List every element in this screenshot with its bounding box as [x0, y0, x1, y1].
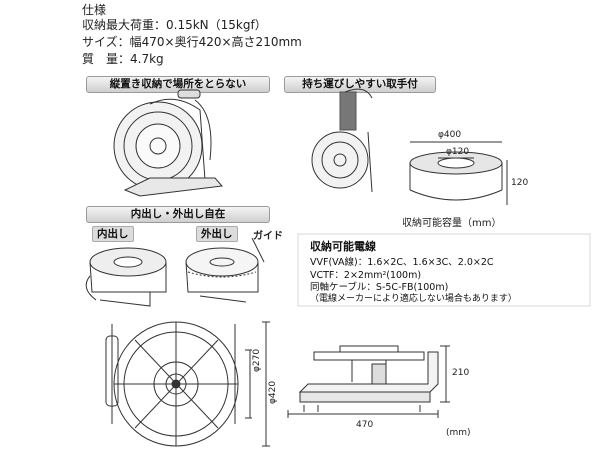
- cable-info-frame: [297, 233, 591, 307]
- badge-outer-feed: 外出し: [196, 226, 238, 242]
- cable-note: （電線メーカーにより適応しない場合もあります）: [310, 294, 517, 304]
- badge-inner-feed: 内出し: [92, 226, 134, 242]
- cable-info: 収納可能電線 VVF(VA線)：1.6×2C、1.6×3C、2.0×2C VCT…: [298, 234, 600, 306]
- dim-diameter-270: φ270: [252, 348, 262, 372]
- dim-diameter-420: φ420: [268, 380, 278, 404]
- capacity-inner-diameter: φ120: [446, 147, 470, 157]
- cable-vvf: VVF(VA線)：1.6×2C、1.6×3C、2.0×2C: [310, 257, 494, 268]
- spec-weight: 質 量：4.7kg: [82, 52, 164, 66]
- handle-illustration: [311, 88, 373, 193]
- outer-feed-reel-illustration: [185, 237, 265, 303]
- dim-height-210: 210: [452, 368, 470, 378]
- cable-coax: 同軸ケーブル：S-5C-FB(100m): [310, 282, 449, 293]
- spec-load: 収納最大荷重：0.15kN（15kgf）: [82, 18, 267, 32]
- dim-width-470: 470: [356, 420, 374, 430]
- cable-vctf: VCTF：2×2mm²(100m): [310, 270, 422, 281]
- vertical-reel-illustration: [113, 89, 223, 197]
- feature-in-out: 内出し・外出し自在: [86, 206, 270, 223]
- dim-unit: (mm): [446, 428, 471, 438]
- capacity-label: 収納可能容量（mm）: [402, 218, 502, 229]
- spec-title: 仕様: [82, 3, 107, 17]
- guide-label: ガイド: [253, 231, 283, 242]
- capacity-outer-diameter: φ400: [438, 130, 462, 140]
- inner-feed-reel-illustration: [85, 247, 167, 307]
- capacity-diagram: [409, 141, 508, 205]
- feature-vertical-storage: 縦置き収納で場所をとらない: [86, 76, 270, 93]
- side-view-drawing: [287, 345, 450, 418]
- feature-handle: 持ち運びしやすい取手付: [284, 76, 436, 93]
- front-view-drawing: [105, 321, 270, 447]
- cable-title: 収納可能電線: [310, 240, 376, 253]
- spec-size: サイズ：幅470×奥行420×高さ210mm: [82, 35, 302, 49]
- capacity-height: 120: [511, 178, 529, 188]
